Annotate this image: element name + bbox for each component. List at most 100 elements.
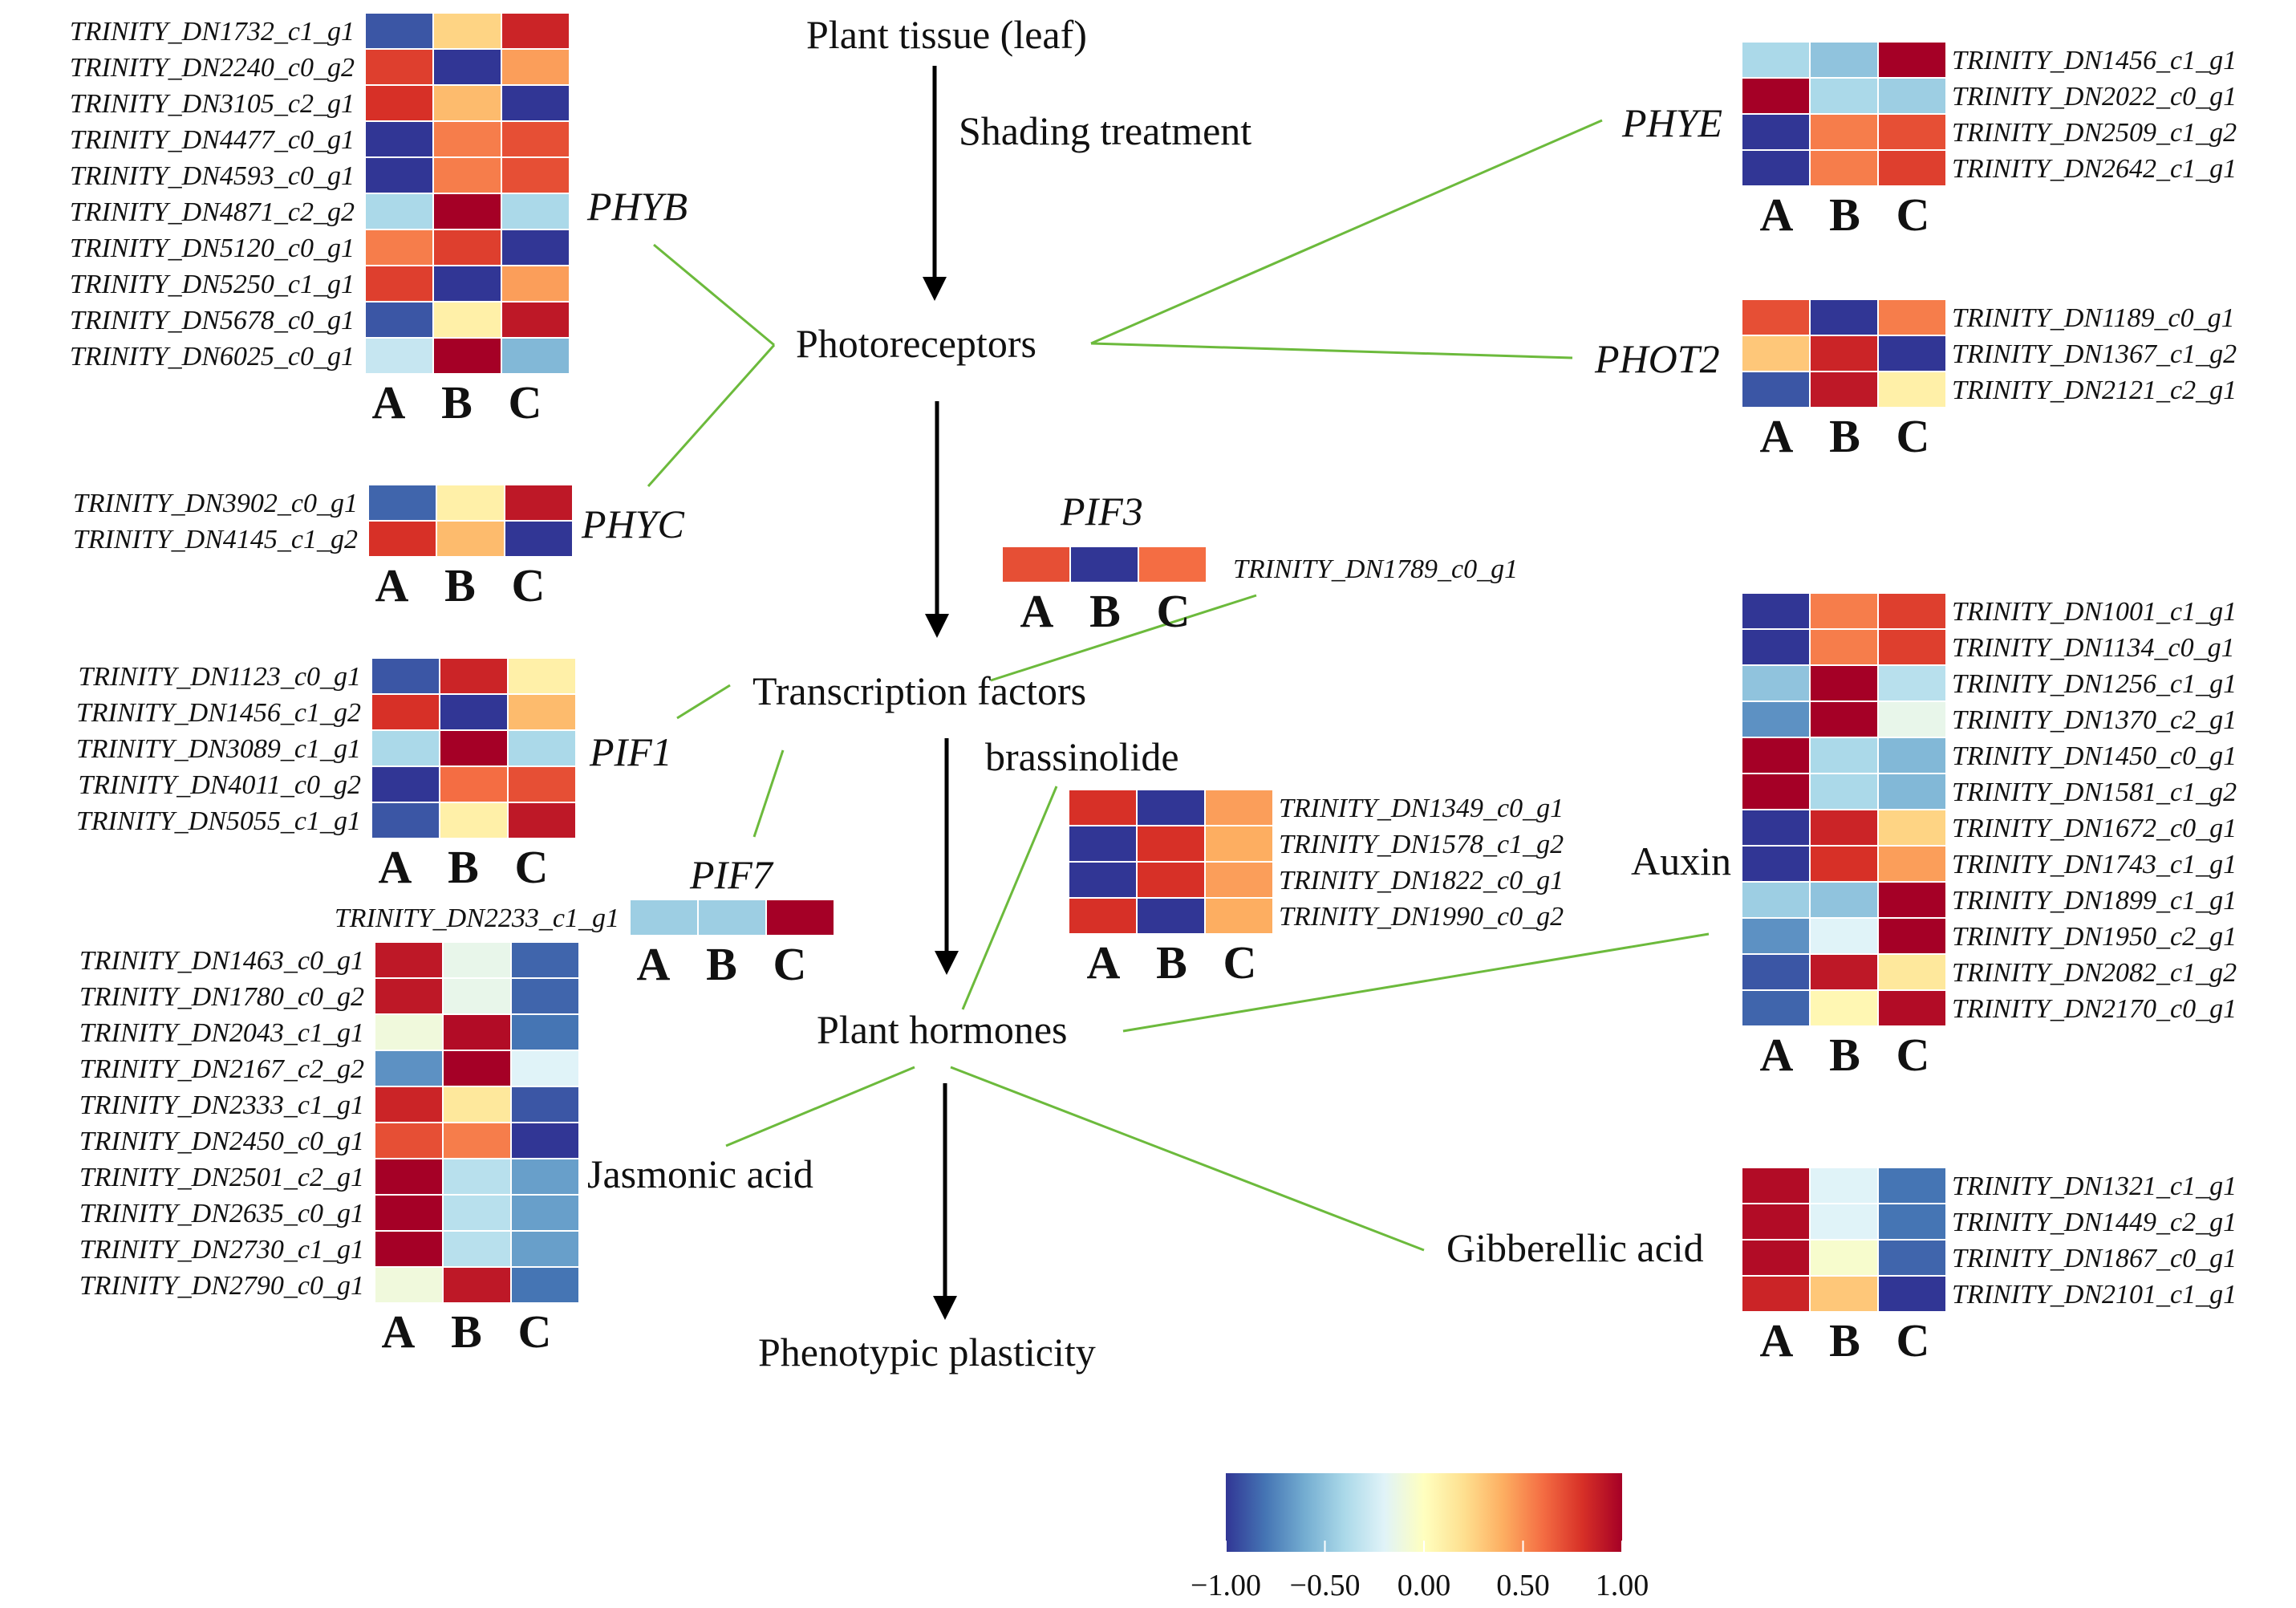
heatmap-cell-c <box>502 122 570 158</box>
heatmap-cell-b <box>1071 547 1139 583</box>
heatmap-cell-a <box>375 1159 444 1196</box>
heatmap-row: TRINITY_DN4011_c0_g2 <box>10 767 577 803</box>
gene-label: TRINITY_DN1899_c1_g1 <box>1952 885 2237 916</box>
column-label-a: A <box>1759 410 1794 462</box>
colorbar <box>1226 1473 1622 1552</box>
gene-label: TRINITY_DN2043_c1_g1 <box>79 1017 364 1048</box>
label-jasmonic-acid: Jasmonic acid <box>587 1151 813 1196</box>
label-pif7: PIF7 <box>690 852 773 897</box>
heatmap-cell-a <box>1742 883 1811 919</box>
heatmap-cell-b <box>1811 991 1879 1027</box>
heatmap-cell-a <box>366 158 434 194</box>
link-phyc <box>647 344 776 487</box>
heatmap-cell-a <box>1742 79 1811 115</box>
column-label-a: A <box>381 1305 416 1358</box>
heatmap-row: TRINITY_DN2240_c0_g2 <box>10 50 570 86</box>
gene-label: TRINITY_DN1321_c1_g1 <box>1952 1171 2237 1201</box>
column-label-b: B <box>441 376 473 428</box>
gene-label: TRINITY_DN1349_c0_g1 <box>1279 793 1564 823</box>
gene-label: TRINITY_DN6025_c0_g1 <box>69 341 355 372</box>
heatmap-cell-a <box>1742 1241 1811 1277</box>
heatmap-cell-a <box>369 522 437 558</box>
gene-label: TRINITY_DN1189_c0_g1 <box>1952 303 2235 333</box>
node-transcription-factors: Transcription factors <box>752 668 1087 713</box>
column-label-a: A <box>1020 585 1054 637</box>
gene-label: TRINITY_DN2101_c1_g1 <box>1952 1279 2237 1310</box>
gene-label: TRINITY_DN2642_c1_g1 <box>1952 153 2237 184</box>
heatmap-row: TRINITY_DN2167_c2_g2 <box>10 1051 580 1087</box>
heatmap-row: TRINITY_DN1349_c0_g1 <box>1069 790 1624 826</box>
heatmap-cell-c <box>505 485 574 522</box>
column-label-c: C <box>1896 410 1930 462</box>
heatmap-cell-b <box>1811 919 1879 955</box>
heatmap-cell-c <box>512 1015 580 1051</box>
column-label-b: B <box>444 559 476 611</box>
heatmap-cell-b <box>1138 826 1206 863</box>
heatmap-cell-c <box>1879 919 1947 955</box>
heatmap-cell-a <box>366 50 434 86</box>
gene-label: TRINITY_DN2730_c1_g1 <box>79 1234 364 1265</box>
heatmap-cell-a <box>375 1087 444 1123</box>
heatmap-cell-b <box>1811 43 1879 79</box>
heatmap-cell-a <box>372 695 440 731</box>
heatmap-cell-c <box>502 86 570 122</box>
heatmap-cell-b <box>1811 1277 1879 1313</box>
heatmap-row: TRINITY_DN4593_c0_g1 <box>10 158 570 194</box>
heatmap-cell-c <box>502 14 570 50</box>
link-brassinolide <box>961 786 1058 1010</box>
heatmap-cell-c <box>1879 151 1947 187</box>
gene-label: TRINITY_DN5120_c0_g1 <box>69 233 355 263</box>
link-phot2 <box>1090 342 1573 359</box>
gene-label: TRINITY_DN1370_c2_g1 <box>1952 705 2237 735</box>
heatmap-cell-a <box>1069 863 1138 899</box>
gene-label: TRINITY_DN1780_c0_g2 <box>79 981 364 1012</box>
colorbar-tick-label: 0.50 <box>1496 1569 1550 1602</box>
heatmap-row: TRINITY_DN1449_c2_g1 <box>1742 1204 2296 1241</box>
gene-label: TRINITY_DN3089_c1_g1 <box>75 733 361 764</box>
label-brassinolide: brassinolide <box>985 734 1179 779</box>
heatmap-cell-c <box>1879 372 1947 408</box>
gene-label: TRINITY_DN5250_c1_g1 <box>69 269 355 299</box>
heatmap-cell-c <box>502 50 570 86</box>
heatmap-row: TRINITY_DN2501_c2_g1 <box>10 1159 580 1196</box>
heatmap-row: TRINITY_DN1450_c0_g1 <box>1742 738 2296 774</box>
label-pif3: PIF3 <box>1061 489 1143 534</box>
gene-label: TRINITY_DN1367_c1_g2 <box>1952 339 2237 369</box>
heatmap-cell-c <box>509 659 577 695</box>
gene-label: TRINITY_DN2450_c0_g1 <box>79 1126 364 1156</box>
heatmap-row: TRINITY_DN1463_c0_g1 <box>10 943 580 979</box>
gene-label: TRINITY_DN2022_c0_g1 <box>1952 81 2237 112</box>
heatmap-cell-b <box>1138 863 1206 899</box>
gene-label: TRINITY_DN1581_c1_g2 <box>1952 777 2237 807</box>
heatmap-cell-a <box>1742 991 1811 1027</box>
node-plant-tissue: Plant tissue (leaf) <box>806 12 1087 57</box>
heatmap-cell-c <box>502 303 570 339</box>
heatmap-cell-b <box>437 522 505 558</box>
heatmap-cell-a <box>375 1232 444 1268</box>
gene-label: TRINITY_DN2509_c1_g2 <box>1952 117 2237 148</box>
column-label-b: B <box>1089 585 1121 637</box>
heatmap-cell-b <box>440 731 509 767</box>
heatmap-cell-a <box>366 230 434 266</box>
heatmap-row: TRINITY_DN1256_c1_g1 <box>1742 666 2296 702</box>
heatmap-row: TRINITY_DN2101_c1_g1 <box>1742 1277 2296 1313</box>
heatmap-cell-b <box>1811 151 1879 187</box>
gene-label: TRINITY_DN2121_c2_g1 <box>1952 375 2237 405</box>
gene-label: TRINITY_DN1732_c1_g1 <box>69 16 355 47</box>
link-jasmonic <box>725 1066 915 1147</box>
heatmap-cell-a <box>1742 774 1811 810</box>
heatmap-cell-c <box>1206 899 1274 935</box>
gene-label: TRINITY_DN4477_c0_g1 <box>69 124 355 155</box>
heatmap-cell-b <box>440 767 509 803</box>
heatmap-cell-b <box>1811 79 1879 115</box>
label-phot2: PHOT2 <box>1595 336 1720 381</box>
heatmap-cell-a <box>366 194 434 230</box>
heatmap-cell-b <box>434 14 502 50</box>
heatmap-cell-a <box>1069 790 1138 826</box>
heatmap-cell-c <box>1879 43 1947 79</box>
heatmap-row: TRINITY_DN2790_c0_g1 <box>10 1268 580 1304</box>
heatmap-row: TRINITY_DN5120_c0_g1 <box>10 230 570 266</box>
heatmap-cell-c <box>1879 630 1947 666</box>
column-label-c: C <box>1156 585 1191 637</box>
